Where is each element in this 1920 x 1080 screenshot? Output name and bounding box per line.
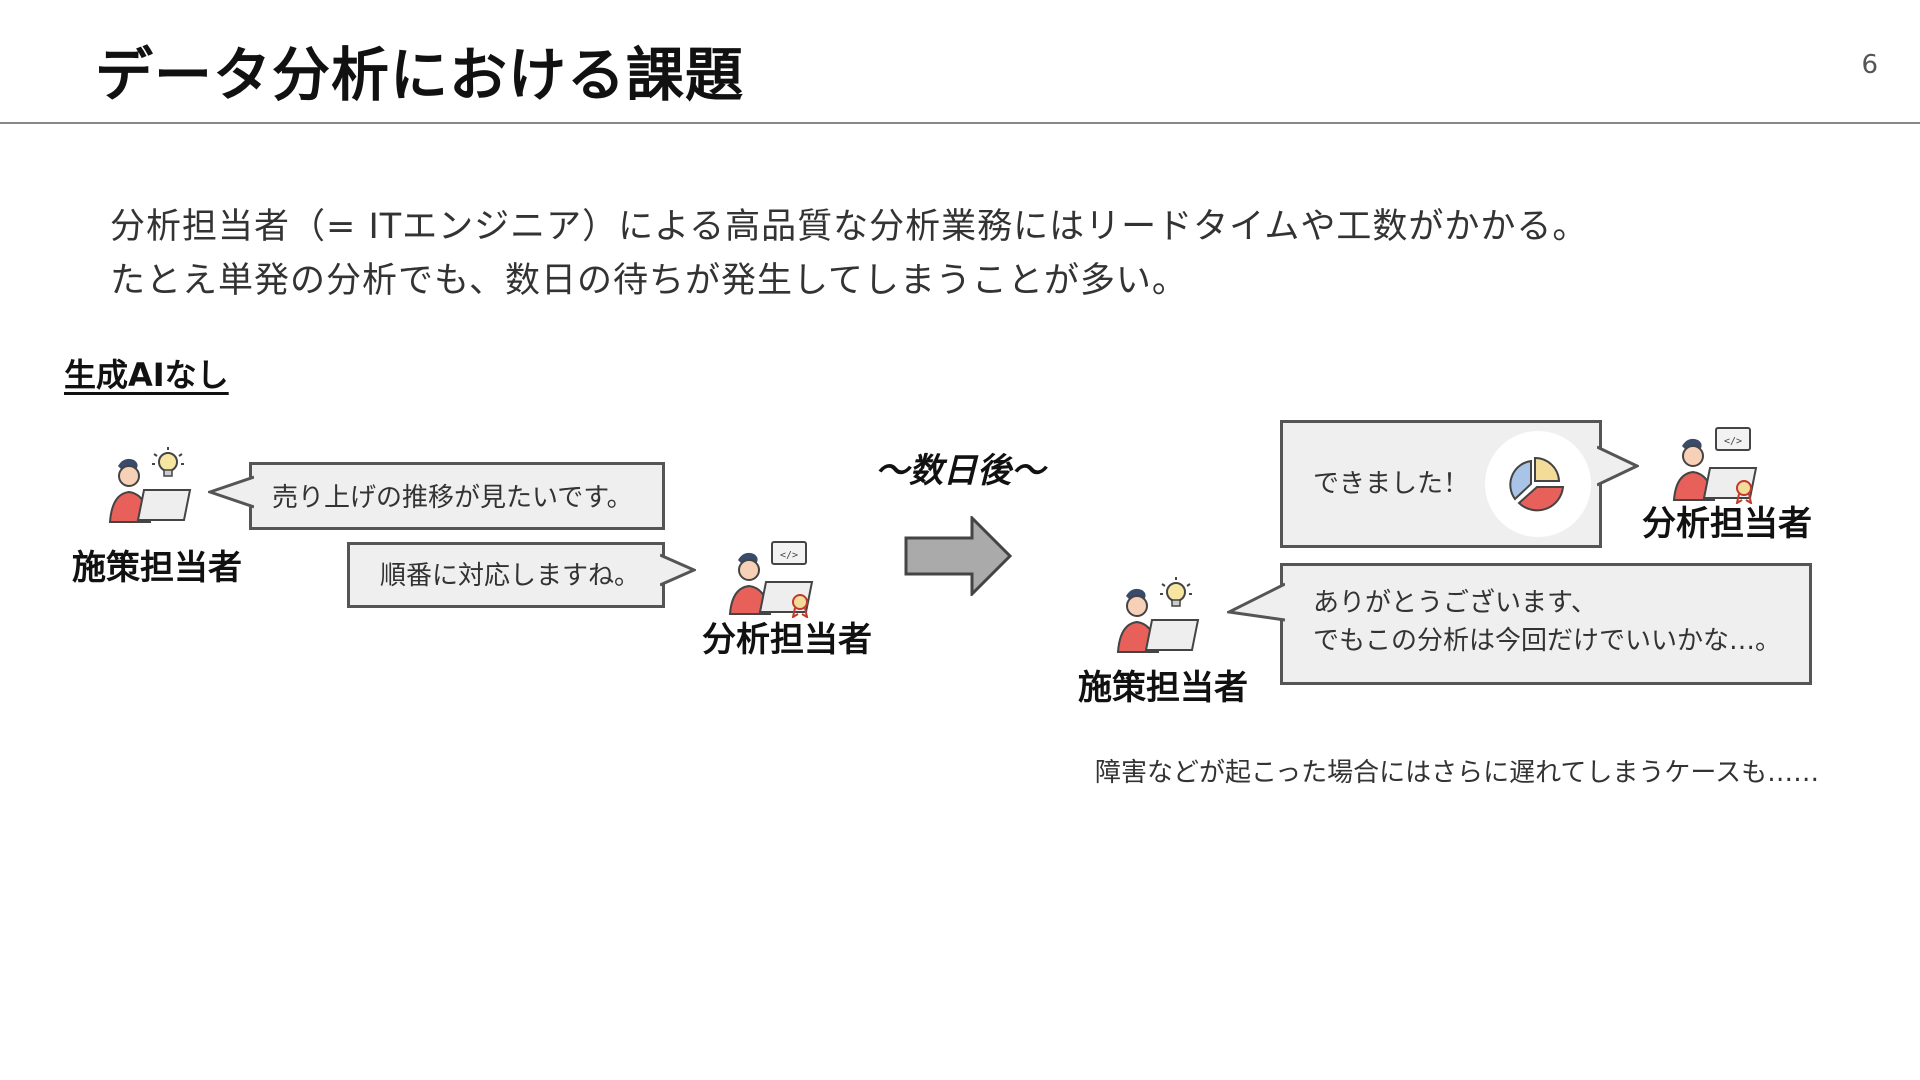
analyst-name: 分析担当者 — [702, 620, 872, 660]
code-window-icon: </> — [1715, 427, 1751, 451]
award-badge-icon — [791, 594, 809, 620]
analyst-person-icon: </> — [728, 538, 818, 620]
code-window-icon: </> — [771, 541, 807, 565]
requester-name: 施策担当者 — [72, 548, 242, 588]
requester-person-icon — [108, 446, 198, 526]
intro-line-2: たとえ単発の分析でも、数日の待ちが発生してしまうことが多い。 — [110, 261, 1188, 301]
requester-person-icon-after — [1116, 576, 1206, 656]
right-arrow-icon — [904, 516, 1013, 596]
intro-line-1: 分析担当者（= ITエンジニア）による高品質な分析業務にはリードタイムや工数がか… — [110, 207, 1589, 247]
requester-name-after: 施策担当者 — [1078, 668, 1248, 708]
reply-bubble: 順番に対応しますね。 — [347, 542, 696, 608]
svg-text:</>: </> — [1724, 436, 1742, 447]
done-bubble: できました！ — [1280, 420, 1639, 548]
days-later-label: 〜数日後〜 — [875, 451, 1045, 491]
section-label: 生成AIなし — [64, 356, 229, 394]
analyst-person-icon-after: </> — [1672, 424, 1762, 506]
svg-text:</>: </> — [780, 550, 798, 561]
intro-text: 分析担当者（= ITエンジニア）による高品質な分析業務にはリードタイムや工数がか… — [110, 200, 1588, 308]
reply-text: 順番に対応しますね。 — [380, 561, 641, 591]
pie-chart-icon — [1485, 431, 1591, 537]
page-number: 6 — [1861, 50, 1878, 80]
thanks-bubble: ありがとうございます、 でもこの分析は今回だけでいいかな…。 — [1227, 563, 1812, 685]
title-divider — [0, 122, 1920, 124]
done-text: できました！ — [1313, 469, 1470, 499]
thanks-line-2: でもこの分析は今回だけでいいかな…。 — [1313, 626, 1782, 656]
delay-note: 障害などが起こった場合にはさらに遅れてしまうケースも…… — [1095, 758, 1820, 788]
request-text: 売り上げの推移が見たいです。 — [272, 483, 633, 513]
lightbulb-icon — [1160, 577, 1192, 607]
lightbulb-icon — [152, 447, 184, 477]
request-bubble: 売り上げの推移が見たいです。 — [208, 462, 665, 530]
slide-title: データ分析における課題 — [95, 41, 745, 109]
award-badge-icon — [1735, 480, 1753, 506]
analyst-name-after: 分析担当者 — [1642, 504, 1812, 544]
thanks-line-1: ありがとうございます、 — [1313, 588, 1597, 618]
